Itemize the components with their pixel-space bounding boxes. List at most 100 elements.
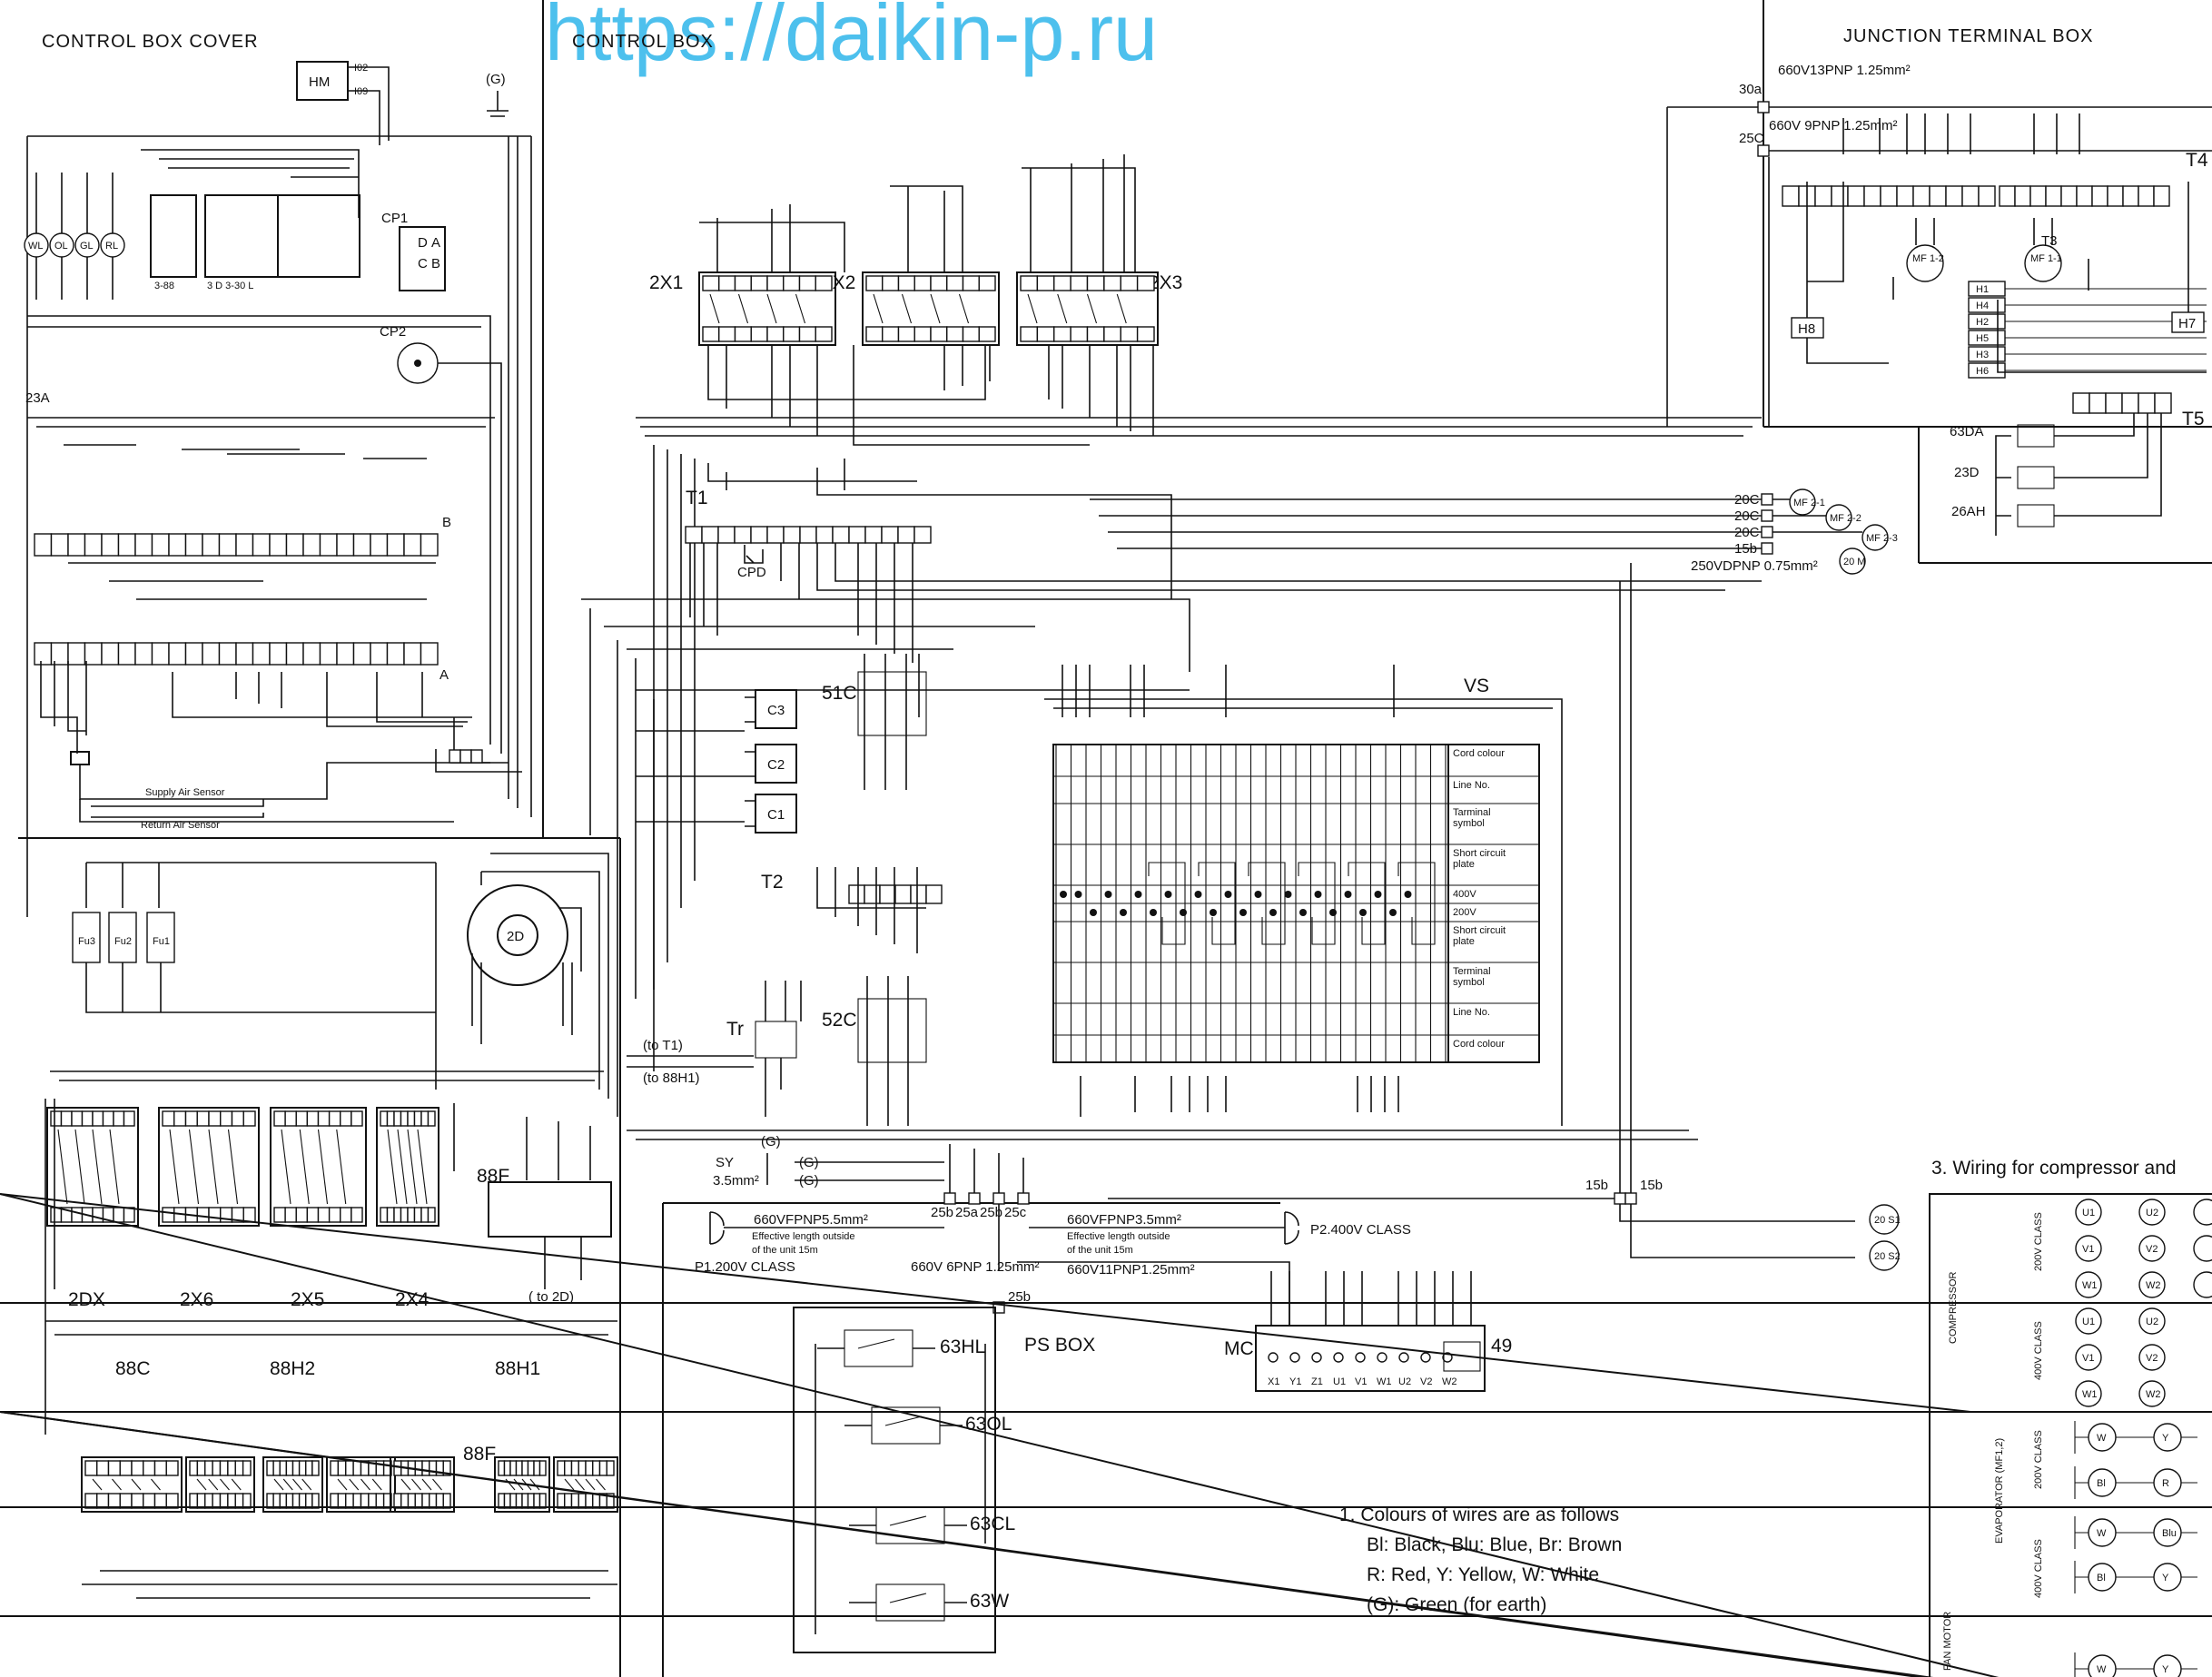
svg-text:H8: H8 bbox=[1798, 321, 1815, 337]
switch-2d: 2D bbox=[467, 853, 609, 1099]
compressor-terminal-label: U1 bbox=[2082, 1317, 2095, 1327]
relay-terminal bbox=[107, 1460, 121, 1476]
compressor-terminal bbox=[2075, 1344, 2102, 1371]
relay-terminal bbox=[750, 326, 768, 342]
relay-terminal bbox=[96, 1493, 110, 1509]
relay-terminal bbox=[533, 1460, 541, 1476]
relay-terminal bbox=[429, 1460, 438, 1476]
svg-text:B: B bbox=[431, 256, 440, 271]
control-box-cover-title: CONTROL BOX COVER bbox=[42, 32, 259, 52]
relay-terminal bbox=[92, 1110, 104, 1127]
relay-terminal bbox=[212, 1493, 222, 1509]
t1-terminal bbox=[734, 526, 752, 544]
pressure-switch-label: 63CL bbox=[970, 1514, 1015, 1534]
relay-terminal bbox=[196, 1110, 210, 1127]
compressor-terminal-label: V1 bbox=[2082, 1353, 2094, 1364]
t4-terminal bbox=[2122, 185, 2139, 207]
relay-unit bbox=[46, 1107, 139, 1227]
compressor-terminal bbox=[2075, 1199, 2102, 1226]
relay-terminal bbox=[393, 1493, 402, 1509]
relay-terminal bbox=[196, 1493, 206, 1509]
compressor-terminal-label: W2 bbox=[2146, 1389, 2161, 1400]
hm-box bbox=[296, 61, 349, 101]
board-terminal bbox=[184, 533, 203, 557]
relay-unit bbox=[270, 1107, 367, 1227]
pressure-switch-label: 63OL bbox=[965, 1414, 1012, 1435]
vs-row-label: Cord colour bbox=[1453, 748, 1505, 759]
relay-terminal bbox=[242, 1493, 252, 1509]
relay-terminal bbox=[143, 1493, 156, 1509]
relay-terminal bbox=[509, 1460, 518, 1476]
relay-terminal bbox=[1053, 275, 1071, 291]
t4-terminal bbox=[1912, 185, 1931, 207]
relay-terminal bbox=[189, 1460, 199, 1476]
board-terminal bbox=[218, 642, 237, 666]
compressor-terminal-label: W2 bbox=[2146, 1280, 2161, 1291]
junction-terminal-box-title: JUNCTION TERMINAL BOX bbox=[1843, 26, 2093, 46]
t4-terminal bbox=[1929, 185, 1947, 207]
fuse-fu3 bbox=[72, 912, 101, 963]
class-400-label: 400V CLASS bbox=[2033, 1321, 2044, 1380]
fan-motors-right: 20C 20C 20C 15b MF 2-1 MF 2-2 MF 2-3 20 … bbox=[1090, 488, 1898, 575]
mc-terminal bbox=[1333, 1352, 1344, 1363]
p2-class-label: P2.400V CLASS bbox=[1310, 1222, 1411, 1238]
relay-terminal bbox=[305, 1460, 313, 1476]
board-terminal bbox=[403, 533, 422, 557]
compressor-wiring-table: 3. Wiring for compressor and COMPRESSOR … bbox=[0, 1158, 2212, 1677]
relay-terminal bbox=[815, 326, 833, 342]
return-air-sensor-label: Return Air Sensor bbox=[141, 820, 220, 831]
relay-terminal bbox=[930, 326, 948, 342]
ground-label-center: (G) bbox=[761, 1134, 781, 1149]
fan-terminal-label: W bbox=[2097, 1528, 2107, 1539]
t2-terminal bbox=[848, 884, 865, 904]
relay-terminal bbox=[913, 275, 932, 291]
t2-terminal bbox=[925, 884, 943, 904]
board-terminal bbox=[67, 642, 86, 666]
cp1-box bbox=[399, 226, 446, 291]
relay-terminal bbox=[153, 1460, 167, 1476]
relay-terminal bbox=[189, 1493, 199, 1509]
fan-terminal bbox=[2088, 1518, 2117, 1547]
contactor-unit bbox=[390, 1456, 455, 1513]
fan-terminal-label: Y bbox=[2162, 1433, 2169, 1444]
svg-text:GL: GL bbox=[80, 241, 94, 252]
ground-label: (G) bbox=[486, 72, 506, 87]
compressor-terminal-label: U1 bbox=[2082, 1208, 2095, 1218]
fan-terminal bbox=[2153, 1423, 2182, 1452]
board-terminal bbox=[302, 533, 321, 557]
relay-terminal bbox=[585, 1460, 594, 1476]
motor-20m bbox=[1839, 547, 1866, 575]
board-terminal bbox=[403, 642, 422, 666]
svg-text:23D: 23D bbox=[1954, 465, 1980, 480]
relay-terminal bbox=[962, 326, 980, 342]
t4-label: T4 bbox=[2186, 150, 2208, 171]
relay-88f-bottom-label: 88F bbox=[463, 1444, 496, 1465]
legend-title: 1. Colours of wires are as follows bbox=[1339, 1504, 1619, 1525]
relay-terminal bbox=[273, 1207, 286, 1223]
compressor-terminal-label: U2 bbox=[2146, 1317, 2158, 1327]
relay-terminal bbox=[143, 1460, 156, 1476]
svg-text:20 S1: 20 S1 bbox=[1874, 1215, 1901, 1226]
fan-terminal-label: R bbox=[2162, 1478, 2169, 1489]
svg-text:20 M: 20 M bbox=[1843, 557, 1865, 567]
pressure-switch-label: 63HL bbox=[940, 1337, 985, 1357]
relay-terminal bbox=[360, 1493, 370, 1509]
board-terminal bbox=[50, 533, 69, 557]
contactor-row bbox=[81, 1456, 618, 1513]
board-terminal bbox=[269, 642, 288, 666]
relay-terminal bbox=[311, 1460, 320, 1476]
relay-terminal bbox=[165, 1493, 179, 1509]
relay-terminal bbox=[527, 1460, 535, 1476]
vs-row-label: Terminal bbox=[1453, 966, 1491, 977]
vs-row-label: plate bbox=[1453, 859, 1475, 870]
fan-terminal bbox=[2088, 1654, 2117, 1677]
t4-terminal bbox=[2153, 185, 2170, 207]
cable-6pnp-spec: 660V 6PNP 1.25mm² bbox=[911, 1259, 1039, 1275]
relay-terminal bbox=[71, 1207, 84, 1223]
relay-terminal bbox=[317, 1110, 331, 1127]
relay-terminal bbox=[946, 275, 964, 291]
relay-terminal bbox=[882, 275, 900, 291]
p1-cable: 660VFPNP5.5mm² Effective length outside … bbox=[695, 1211, 944, 1275]
